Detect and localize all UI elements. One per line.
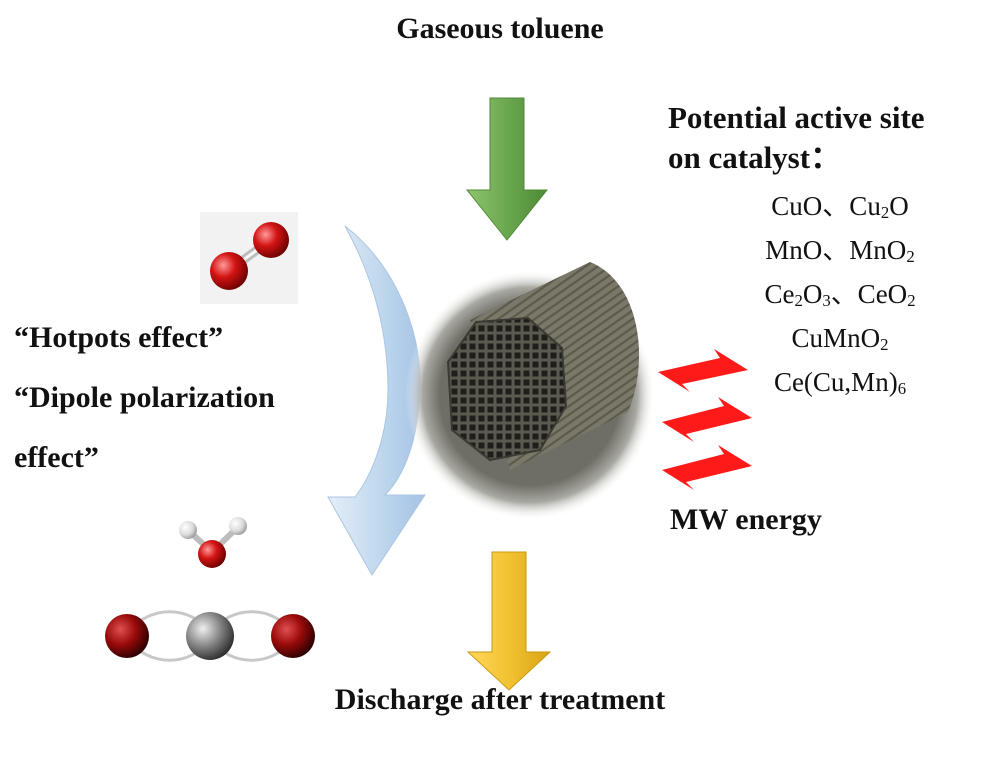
active-site-species-2: MnO、MnO2 bbox=[765, 235, 915, 266]
active-site-title-line2: on catalyst： bbox=[668, 140, 842, 175]
active-site-species-3: Ce2O3、CeO2 bbox=[764, 279, 916, 310]
output-arrow bbox=[466, 551, 552, 691]
water-molecule bbox=[179, 517, 247, 568]
lightning-bolt-1 bbox=[658, 349, 748, 392]
dipole-effect-label-line2: effect” bbox=[14, 441, 99, 474]
active-site-species-4: CuMnO2 bbox=[791, 323, 889, 354]
catalyst-monolith bbox=[405, 262, 655, 520]
active-site-species-5: Ce(Cu,Mn)6 bbox=[773, 367, 907, 398]
hotspots-effect-label: “Hotpots effect” bbox=[14, 321, 224, 354]
mw-energy-label: MW energy bbox=[670, 503, 822, 536]
input-arrow bbox=[465, 97, 549, 241]
active-site-title: Potential active site on catalyst： bbox=[668, 98, 925, 178]
dipole-effect-label-line1: “Dipole polarization bbox=[14, 381, 275, 414]
carbon-dioxide-molecule bbox=[105, 610, 315, 662]
active-site-title-line1: Potential active site bbox=[668, 100, 925, 135]
curved-arrow bbox=[327, 225, 426, 576]
oxygen-molecule bbox=[200, 212, 298, 304]
output-label: Discharge after treatment bbox=[334, 683, 666, 716]
lightning-bolt-3 bbox=[662, 445, 752, 490]
input-label: Gaseous toluene bbox=[396, 12, 604, 45]
lightning-bolt-2 bbox=[662, 397, 752, 442]
active-site-species-1: CuO、Cu2O bbox=[771, 191, 909, 222]
